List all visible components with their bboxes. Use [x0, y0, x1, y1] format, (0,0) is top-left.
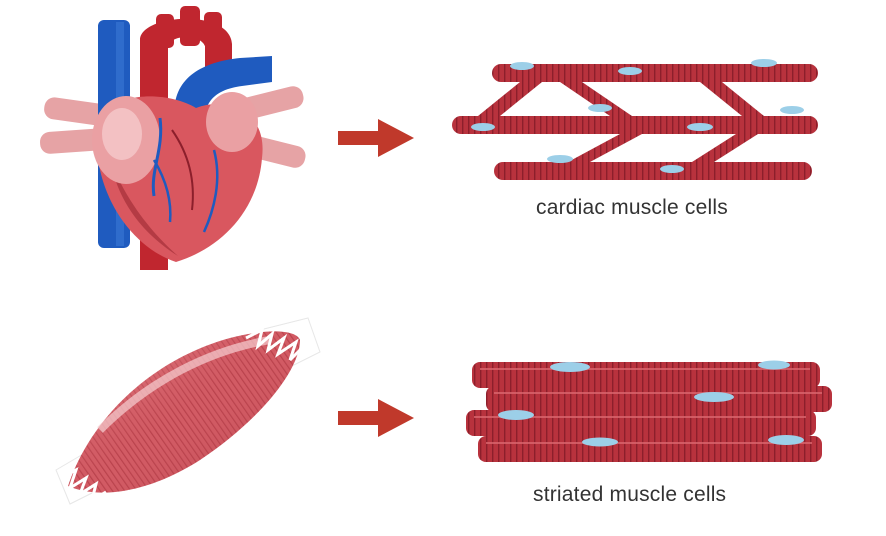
cardiac-muscle-cells-icon — [452, 59, 818, 180]
heart-icon — [39, 6, 306, 271]
right-arrow-icon — [338, 119, 414, 157]
striated-muscle-cells-caption: striated muscle cells — [533, 483, 727, 506]
striated-muscle-cells-icon — [466, 360, 832, 462]
right-arrow-icon — [338, 399, 414, 437]
skeletal-muscle-icon — [55, 317, 321, 505]
cardiac-muscle-cells-caption: cardiac muscle cells — [536, 196, 728, 219]
